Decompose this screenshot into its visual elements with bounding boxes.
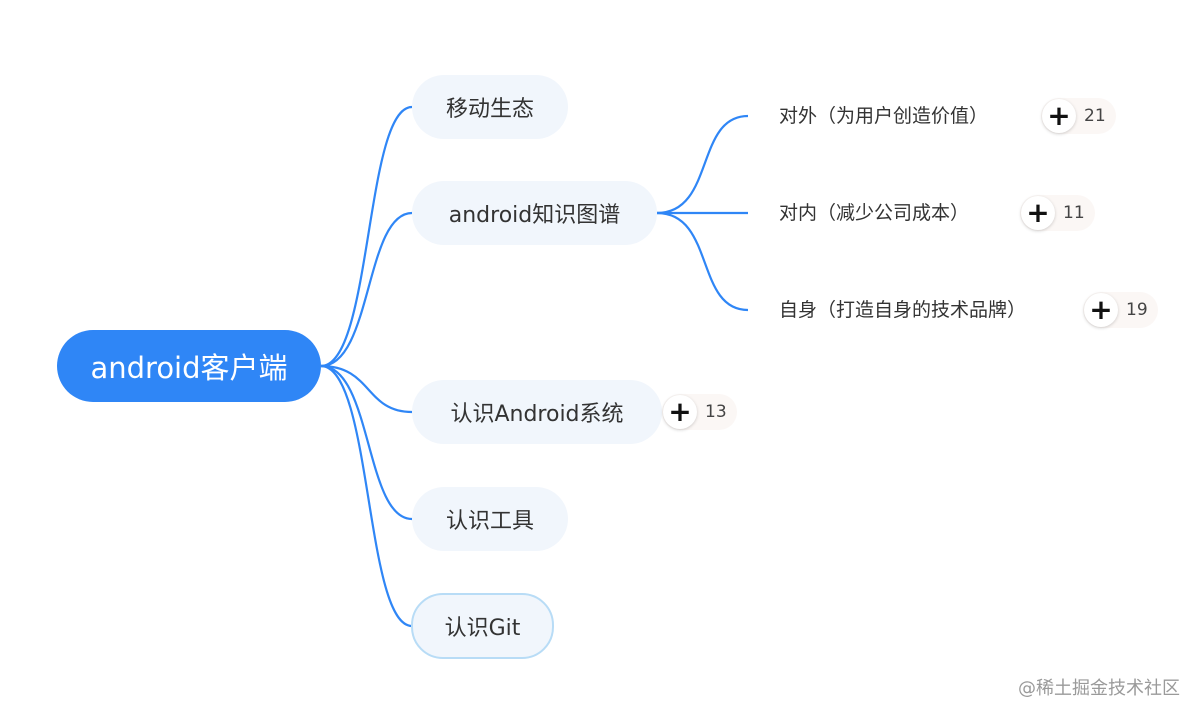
branch-node-android-knowledge-graph[interactable]: android知识图谱 xyxy=(412,181,657,245)
collapsed-count: 19 xyxy=(1126,300,1148,320)
plus-icon: + xyxy=(663,395,697,429)
collapsed-count: 13 xyxy=(705,402,727,422)
branch-node-label: android知识图谱 xyxy=(448,203,621,228)
branch-node-android-system[interactable]: 认识Android系统 xyxy=(412,380,662,444)
leaf-node-label: 自身（打造自身的技术品牌） xyxy=(779,299,1027,321)
connector-root-to-ecology xyxy=(320,105,413,368)
branch-node-tools[interactable]: 认识工具 xyxy=(412,487,568,551)
expand-external-value-button[interactable]: + 21 xyxy=(1041,98,1116,134)
branch-node-label: 移动生态 xyxy=(445,97,534,122)
connector-root-to-tools xyxy=(320,364,413,521)
root-node-label: android客户端 xyxy=(90,351,288,385)
leaf-node-internal-cost[interactable]: 对内（减少公司成本） xyxy=(779,198,969,228)
plus-icon: + xyxy=(1021,196,1055,230)
root-node[interactable]: android客户端 xyxy=(57,330,321,402)
connector-root-to-git xyxy=(320,364,413,628)
leaf-node-external-value[interactable]: 对外（为用户创造价值） xyxy=(779,101,988,131)
watermark: @稀土掘金技术社区 xyxy=(1018,678,1180,699)
branch-node-git[interactable]: 认识Git xyxy=(411,593,554,659)
collapsed-count: 11 xyxy=(1063,203,1085,223)
plus-icon: + xyxy=(1084,293,1118,327)
branch-node-label: 认识Git xyxy=(444,616,521,641)
leaf-node-label: 对内（减少公司成本） xyxy=(779,202,970,224)
leaf-node-label: 对外（为用户创造价值） xyxy=(779,105,989,127)
connector-root-to-knowledge xyxy=(320,211,413,368)
branch-node-mobile-ecology[interactable]: 移动生态 xyxy=(412,75,568,139)
connector-knowledge-to-self xyxy=(656,211,749,312)
branch-node-label: 认识工具 xyxy=(445,509,534,534)
leaf-node-self-brand[interactable]: 自身（打造自身的技术品牌） xyxy=(779,295,1026,325)
collapsed-count: 21 xyxy=(1084,106,1106,126)
connector-root-to-android-system xyxy=(320,364,413,414)
expand-android-system-button[interactable]: + 13 xyxy=(662,394,737,430)
expand-self-brand-button[interactable]: + 19 xyxy=(1083,292,1158,328)
plus-icon: + xyxy=(1042,99,1076,133)
connector-knowledge-to-external xyxy=(656,114,749,215)
expand-internal-cost-button[interactable]: + 11 xyxy=(1020,195,1095,231)
branch-node-label: 认识Android系统 xyxy=(450,402,624,427)
